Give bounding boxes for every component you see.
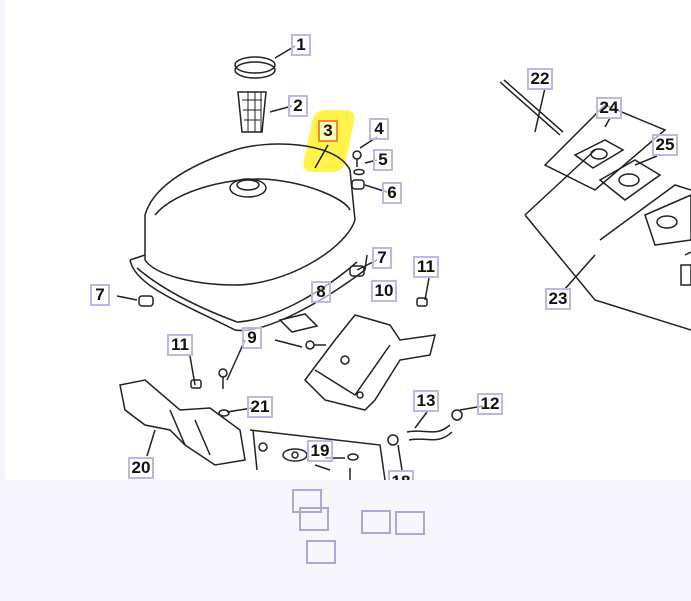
callout-1[interactable]: 1: [291, 34, 311, 56]
callout-6[interactable]: 6: [382, 182, 402, 204]
parts-diagram: 1 2 3 4 5 6 7 7 8 9 10 11 11 12 13 18 19…: [5, 0, 691, 480]
callout-22[interactable]: 22: [527, 68, 553, 90]
callout-7-right[interactable]: 7: [372, 247, 392, 269]
callout-23[interactable]: 23: [545, 288, 571, 310]
callout-2[interactable]: 2: [288, 95, 308, 117]
callout-3-selected[interactable]: 3: [318, 120, 338, 142]
exploded-view-drawing: [116, 45, 691, 480]
callout-18[interactable]: 18: [388, 470, 414, 480]
callout-21[interactable]: 21: [247, 396, 273, 418]
empty-callout-box[interactable]: [361, 510, 391, 534]
callout-13[interactable]: 13: [413, 390, 439, 412]
callout-12[interactable]: 12: [477, 393, 503, 415]
empty-callout-box[interactable]: [292, 489, 322, 513]
empty-callout-box[interactable]: [395, 511, 425, 535]
callout-9[interactable]: 9: [242, 327, 262, 349]
callout-20[interactable]: 20: [128, 457, 154, 479]
callout-10[interactable]: 10: [371, 280, 397, 302]
empty-callout-box[interactable]: [306, 540, 336, 564]
callout-5[interactable]: 5: [373, 149, 393, 171]
empty-callout-box[interactable]: [299, 507, 329, 531]
callout-11-right[interactable]: 11: [413, 256, 439, 278]
callout-11-left[interactable]: 11: [167, 334, 193, 356]
callout-25[interactable]: 25: [652, 134, 678, 156]
callout-4[interactable]: 4: [369, 118, 389, 140]
callout-7-left[interactable]: 7: [90, 284, 110, 306]
callout-24[interactable]: 24: [596, 97, 622, 119]
callout-19[interactable]: 19: [307, 440, 333, 462]
callout-8[interactable]: 8: [311, 281, 331, 303]
